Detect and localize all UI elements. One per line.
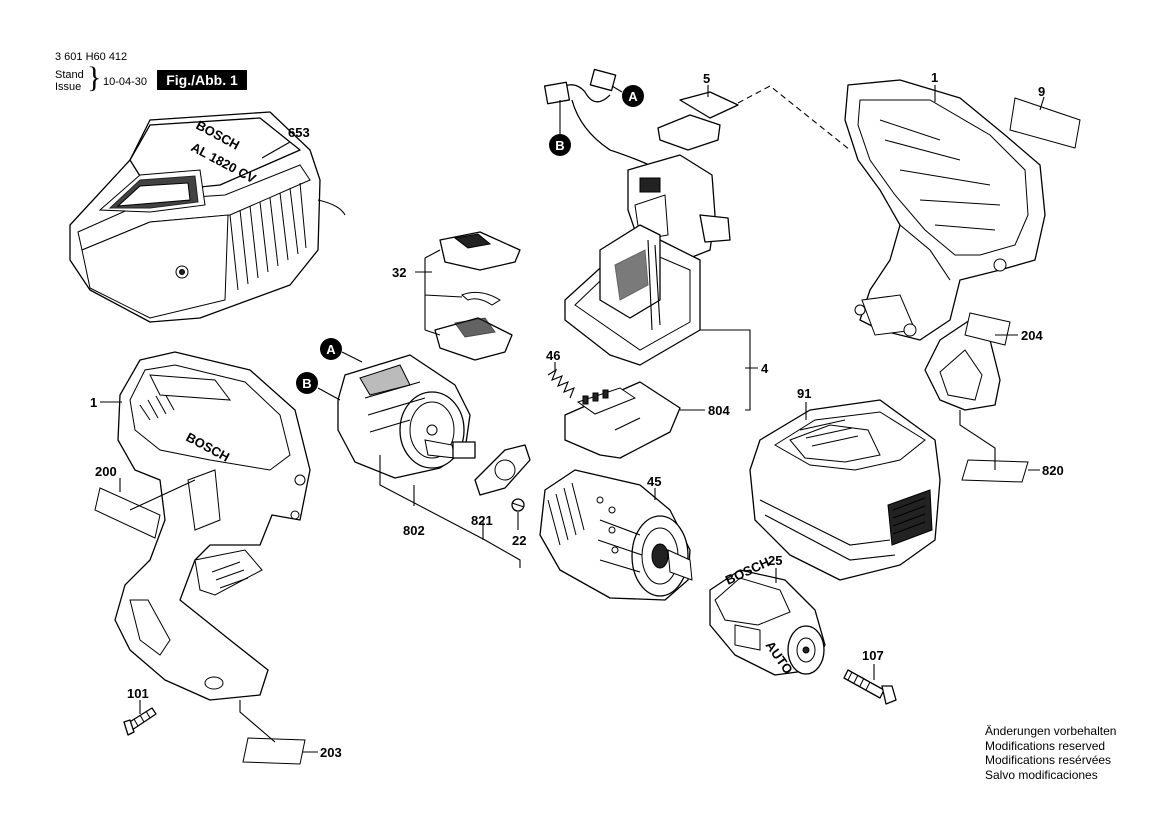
label-203-plate <box>242 737 306 765</box>
marker-a-top-label: A <box>628 89 638 104</box>
part-22-screw <box>511 498 525 512</box>
marker-b-motor <box>296 372 318 394</box>
callout-821: 821 <box>471 513 493 528</box>
callout-4: 4 <box>761 361 769 376</box>
callout-200: 200 <box>95 464 117 479</box>
issue-label: Issue <box>55 81 82 93</box>
callout-1-left: 1 <box>90 395 97 410</box>
marker-a-motor <box>320 338 342 360</box>
part-821-plate <box>474 444 531 496</box>
marker-b-top <box>549 134 571 156</box>
label-200-plate <box>94 487 161 539</box>
part-46-spring <box>547 368 575 399</box>
part-204-cover <box>924 319 1001 411</box>
callout-101: 101 <box>127 686 149 701</box>
part-107-screw <box>843 669 897 705</box>
callout-802: 802 <box>403 523 425 538</box>
marker-b-top-label: B <box>555 138 564 153</box>
modification-notes: Änderungen vorbehalten Modifications res… <box>985 724 1116 782</box>
callout-9: 9 <box>1038 84 1045 99</box>
callout-91: 91 <box>797 386 811 401</box>
note-en: Modifications reserved <box>985 738 1106 753</box>
callout-653: 653 <box>288 125 310 140</box>
callout-46: 46 <box>546 348 560 363</box>
note-de: Änderungen vorbehalten <box>985 724 1117 738</box>
figure-badge: Fig./Abb. 1 <box>157 70 247 90</box>
callout-203: 203 <box>320 745 342 760</box>
stand-label: Stand <box>55 69 84 81</box>
marker-a-motor-label: A <box>326 342 336 357</box>
issue-date: 10-04-30 <box>103 76 148 88</box>
callout-25: 25 <box>768 553 782 568</box>
note-es: Salvo modificaciones <box>985 767 1098 782</box>
part-5-slider <box>657 91 739 151</box>
marker-b-motor-label: B <box>302 376 311 391</box>
callout-22: 22 <box>512 533 526 548</box>
note-fr: Modifications resérvées <box>985 753 1112 767</box>
housing-half-left: BOSCH <box>114 351 311 701</box>
label-204-plate <box>964 312 1011 346</box>
label-820-plate <box>961 459 1029 483</box>
callout-32: 32 <box>392 265 406 280</box>
marker-a-top <box>622 85 644 107</box>
part-804-contact-plate <box>564 381 681 459</box>
callout-820: 820 <box>1042 463 1064 478</box>
housing-half-right <box>844 79 1046 341</box>
gearbox-assembly <box>539 469 693 601</box>
callout-804: 804 <box>708 403 730 418</box>
part-32-cover <box>434 231 521 361</box>
callout-107: 107 <box>862 648 884 663</box>
callout-45: 45 <box>647 474 661 489</box>
part-101-screw <box>123 707 157 736</box>
callout-1-top: 1 <box>931 70 938 85</box>
keyless-chuck: AUTO BOSCH <box>709 554 826 677</box>
switch-assembly <box>543 68 731 366</box>
battery-charger: BOSCH AL 1820 CV <box>69 111 346 323</box>
battery-pack <box>749 399 941 581</box>
brace-symbol: } <box>87 61 102 94</box>
callout-204: 204 <box>1021 328 1043 343</box>
motor-assembly <box>337 354 476 479</box>
document-number: 3 601 H60 412 <box>55 51 128 63</box>
label-9-plate <box>1009 97 1081 149</box>
callout-5: 5 <box>703 71 710 86</box>
